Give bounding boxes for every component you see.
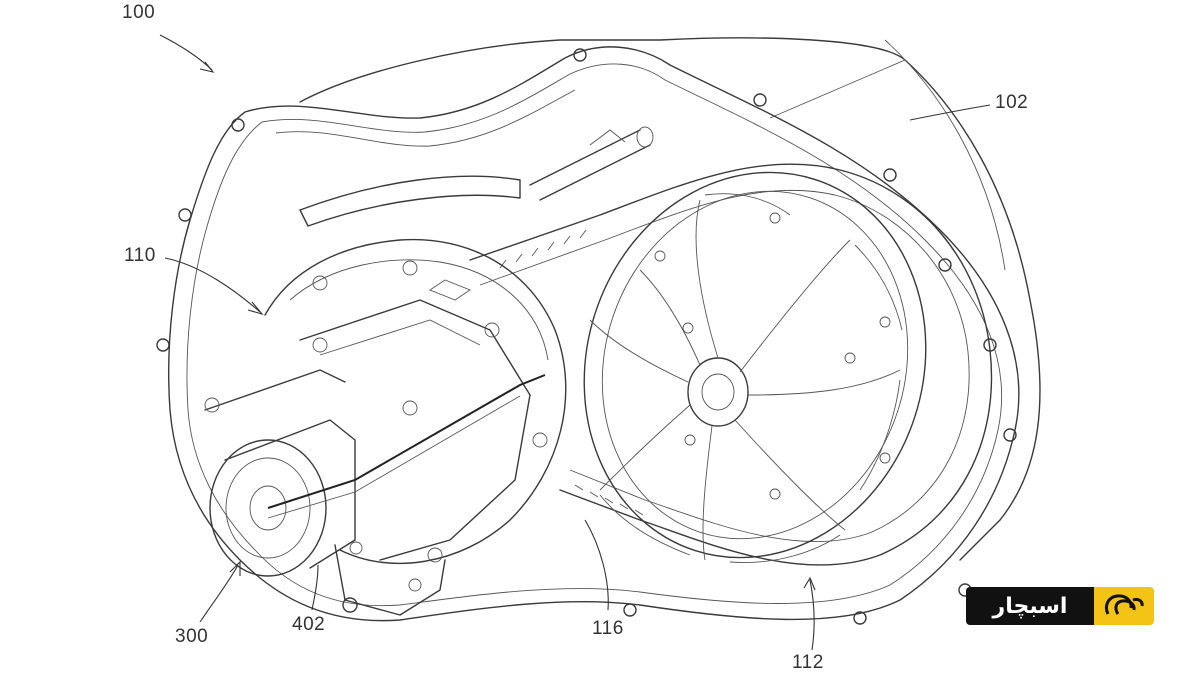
upper-shaft bbox=[299, 126, 654, 227]
ref-label-102: 102 bbox=[995, 92, 1029, 113]
housing-cover bbox=[299, 37, 1041, 561]
watermark-logo: اسبچار bbox=[966, 587, 1154, 625]
ref-label-300: 300 bbox=[175, 626, 209, 647]
drive-belt bbox=[469, 163, 993, 566]
drive-clutch bbox=[264, 238, 567, 565]
ref-label-110: 110 bbox=[124, 245, 156, 266]
ref-label-100: 100 bbox=[122, 2, 156, 23]
mounting-lugs bbox=[156, 48, 1017, 625]
actuator-motor bbox=[204, 369, 546, 577]
watermark-text: اسبچار bbox=[966, 587, 1094, 625]
leader-lines bbox=[159, 34, 991, 651]
driven-sheave bbox=[583, 171, 927, 563]
gear-housing bbox=[334, 541, 446, 616]
ref-label-402: 402 bbox=[292, 614, 326, 635]
horseshoe-logo-icon bbox=[1094, 587, 1154, 625]
ref-label-112: 112 bbox=[792, 652, 824, 673]
ref-label-116: 116 bbox=[592, 618, 624, 639]
transmission-case bbox=[168, 46, 1020, 622]
